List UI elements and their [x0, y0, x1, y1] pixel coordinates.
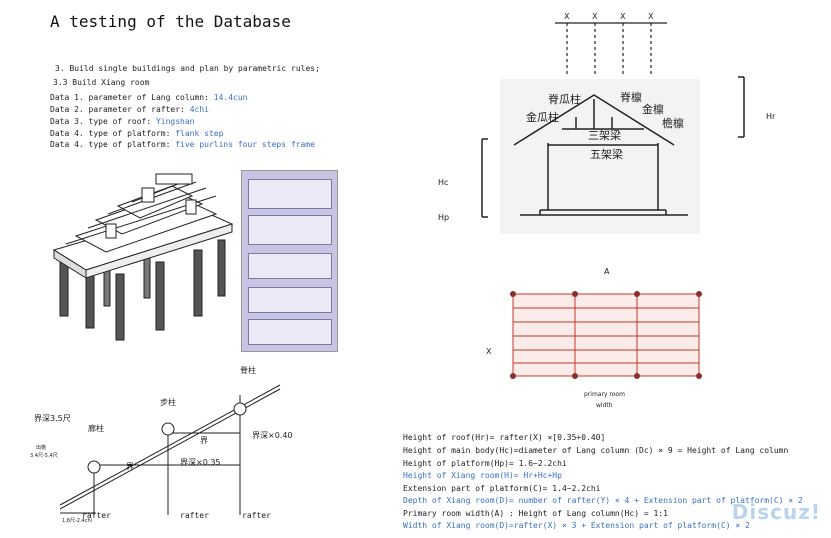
- formula-line: Primary room width(A) : Height of Lang c…: [403, 509, 668, 518]
- param-value: five purlins four steps frame: [175, 140, 315, 149]
- intro-line-1: 3. Build single buildings and plan by pa…: [55, 64, 320, 73]
- jie-label: 界: [126, 462, 134, 471]
- formula-line: Height of main body(Hc)=diameter of Lang…: [403, 446, 789, 455]
- five-beam-label: 五架梁: [590, 147, 623, 161]
- node-block: [248, 215, 332, 245]
- watermark-logo: Discuz!: [731, 500, 821, 524]
- x-mark: X: [564, 12, 570, 21]
- rafter-label: rafter: [242, 511, 271, 520]
- rafter-diagram: 脊柱 步柱 廊柱 界深3.5尺 界深×0.40 界深×0.35 界 界 出檐 3…: [30, 365, 293, 524]
- formula-line: Height of Xiang room(H)= Hr+Hc+Hp: [403, 471, 562, 480]
- x-mark: X: [592, 12, 598, 21]
- page-title: A testing of the Database: [50, 12, 291, 31]
- ridge-purlin-label: 脊檩: [620, 90, 642, 104]
- x-mark: X: [648, 12, 654, 21]
- left-note: 出檐: [36, 444, 46, 451]
- plan-caption: width: [596, 402, 613, 409]
- x-mark: X: [620, 12, 626, 21]
- jie-label: 界: [200, 436, 208, 445]
- param-label: Data 3. type of roof:: [50, 117, 156, 126]
- hp-label: Hp: [438, 213, 449, 222]
- node-block: [248, 287, 332, 313]
- formula-line: Height of platform(Hp)= 1.6~2.2chi: [403, 459, 567, 468]
- formula-line: Width of Xiang room(D)=rafter(X) × 3 + E…: [403, 521, 750, 530]
- section-diagram: X X X X Hr Hc Hp 脊瓜柱 脊檩 金瓜柱 金檩 檐檩 三架梁 五架…: [438, 12, 776, 234]
- plan-caption: primary room: [584, 391, 625, 398]
- formula-line: Height of roof(Hr)= rafter(X) ×[0.35+0.4…: [403, 433, 606, 442]
- node-block: [248, 179, 332, 209]
- param-row: Data 4. type of platform: five purlins f…: [50, 140, 315, 149]
- bottom-dimension: 1.8尺-2.4chi: [62, 518, 92, 524]
- param-row: Data 2. parameter of rafter: 4chi: [50, 105, 209, 114]
- param-value: Yingshan: [155, 117, 195, 126]
- hr-label: Hr: [766, 112, 776, 121]
- node-block: [248, 253, 332, 279]
- depth-label: 界深3.5尺: [34, 414, 71, 423]
- param-value: 14.4cun: [213, 93, 248, 102]
- a-label: A: [604, 267, 610, 276]
- plan-diagram: A X primary room width: [486, 267, 702, 409]
- step-post-label: 步柱: [160, 397, 176, 407]
- rafter-label: rafter: [82, 511, 111, 520]
- param-value: flank step: [175, 129, 224, 138]
- formula-line: Extension part of platform(C)= 1.4~2.2ch…: [403, 484, 601, 493]
- x-label: X: [486, 347, 492, 356]
- eave-post-label: 廊柱: [88, 423, 104, 433]
- gold-purlin-label: 金檩: [642, 102, 664, 116]
- three-beam-label: 三架梁: [588, 128, 621, 142]
- param-value: 4chi: [189, 105, 209, 114]
- intro-line-2: 3.3 Build Xiang room: [53, 78, 150, 87]
- timber-frame-model: [52, 173, 234, 341]
- param-row: Data 1. parameter of Lang column: 14.4cu…: [50, 93, 247, 102]
- param-row: Data 4. type of platform: flank step: [50, 129, 223, 138]
- parametric-node-panel: [241, 170, 338, 352]
- eave-purlin-label: 檐檩: [662, 116, 684, 130]
- param-label: Data 2. parameter of rafter:: [50, 105, 190, 114]
- param-label: Data 1. parameter of Lang column:: [50, 93, 214, 102]
- node-block: [248, 319, 332, 345]
- ridge-post-label: 脊瓜柱: [548, 92, 581, 106]
- gold-post-label: 金瓜柱: [526, 110, 559, 124]
- ratio-top-label: 界深×0.40: [252, 431, 293, 440]
- param-row: Data 3. type of roof: Yingshan: [50, 117, 195, 126]
- formula-line: Depth of Xiang room(D)= number of rafter…: [403, 496, 803, 505]
- ratio-mid-label: 界深×0.35: [180, 458, 221, 467]
- hc-label: Hc: [438, 178, 448, 187]
- left-note: 3.4尺-5.4尺: [30, 453, 58, 459]
- param-label: Data 4. type of platform:: [50, 129, 176, 138]
- ridge-post-label: 脊柱: [240, 365, 256, 375]
- rafter-label: rafter: [180, 511, 209, 520]
- param-label: Data 4. type of platform:: [50, 140, 176, 149]
